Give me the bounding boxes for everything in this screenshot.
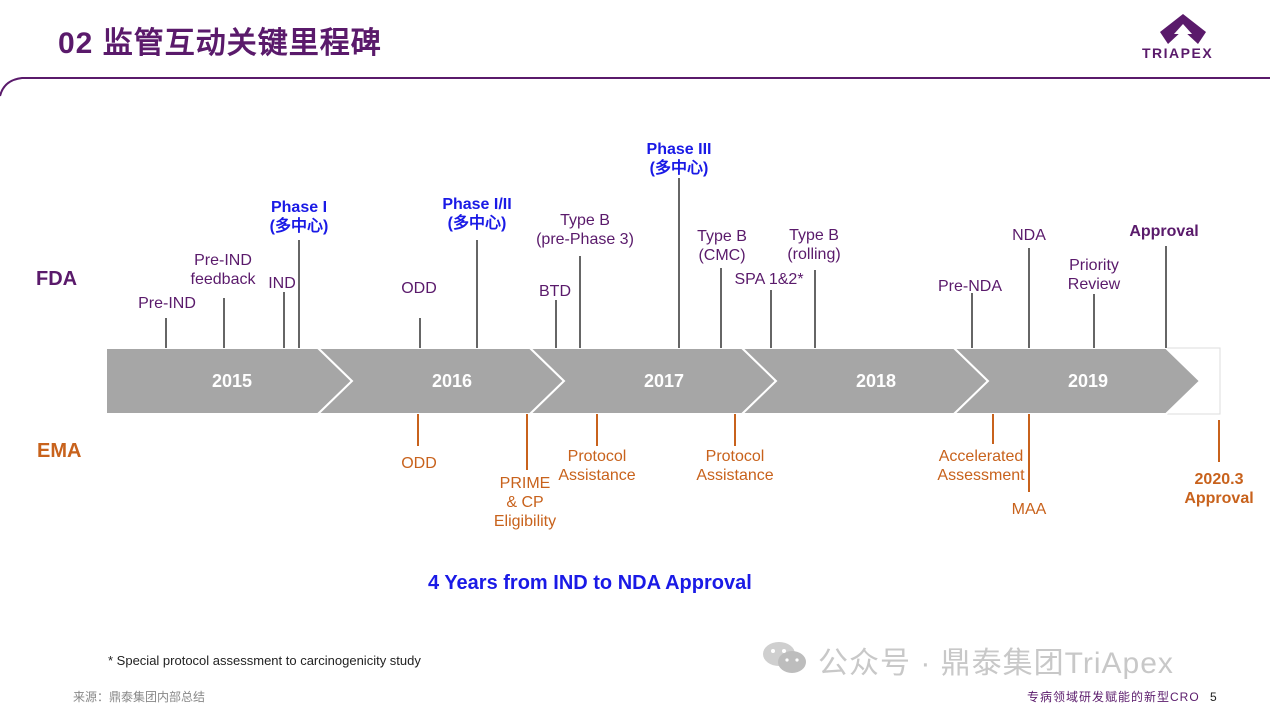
year-label: 2016 xyxy=(432,371,472,391)
year-label: 2015 xyxy=(212,371,252,391)
fda-milestone-label: Pre-NDA xyxy=(937,278,1003,295)
header-divider xyxy=(0,77,1270,97)
year-label: 2017 xyxy=(644,371,684,391)
fda-milestone-label: Type B(rolling) xyxy=(787,227,841,263)
footnote: * Special protocol assessment to carcino… xyxy=(108,653,421,668)
triapex-logo-icon xyxy=(1160,14,1206,44)
fda-milestone-label: Type B(CMC) xyxy=(697,228,747,264)
fda-row-label: FDA xyxy=(36,268,78,290)
wechat-icon xyxy=(763,642,806,673)
fda-milestone-label: Approval xyxy=(1129,223,1199,240)
year-label: 2019 xyxy=(1068,371,1108,391)
fda-milestone-label: Pre-IND xyxy=(138,295,196,312)
fda-milestone-label: ODD xyxy=(401,280,437,297)
page-title: 02 监管互动关键里程碑 xyxy=(58,27,382,60)
ema-milestone-label: ODD xyxy=(401,455,437,472)
fda-milestone-label: Phase III(多中心) xyxy=(646,141,712,177)
ema-row-label: EMA xyxy=(37,440,82,462)
year-label: 2018 xyxy=(856,371,896,391)
footer-tagline: 专病领域研发赋能的新型CRO 5 xyxy=(1027,688,1218,705)
fda-milestone-label: IND xyxy=(268,275,296,292)
watermark: 公众号 · 鼎泰集团TriApex xyxy=(818,638,1174,682)
fda-milestone-label: SPA 1&2* xyxy=(734,271,804,288)
logo-text: TRIAPEX xyxy=(1142,45,1214,61)
page-number: 5 xyxy=(1210,690,1218,704)
summary-text: 4 Years from IND to NDA Approval xyxy=(428,572,752,594)
fda-milestone-label: BTD xyxy=(539,283,571,300)
fda-milestone-label: Type B(pre-Phase 3) xyxy=(536,212,634,248)
watermark-text: 公众号 · 鼎泰集团TriApex xyxy=(818,647,1174,680)
ema-milestone-label: MAA xyxy=(1011,501,1047,518)
fda-milestone-label: Phase I/II(多中心) xyxy=(442,196,512,232)
source-note: 来源：鼎泰集团内部总结 xyxy=(73,690,206,704)
fda-milestone-label: Phase I(多中心) xyxy=(269,199,329,235)
fda-milestone-label: NDA xyxy=(1012,227,1046,244)
footer-tagline-text: 专病领域研发赋能的新型CRO xyxy=(1027,690,1200,704)
